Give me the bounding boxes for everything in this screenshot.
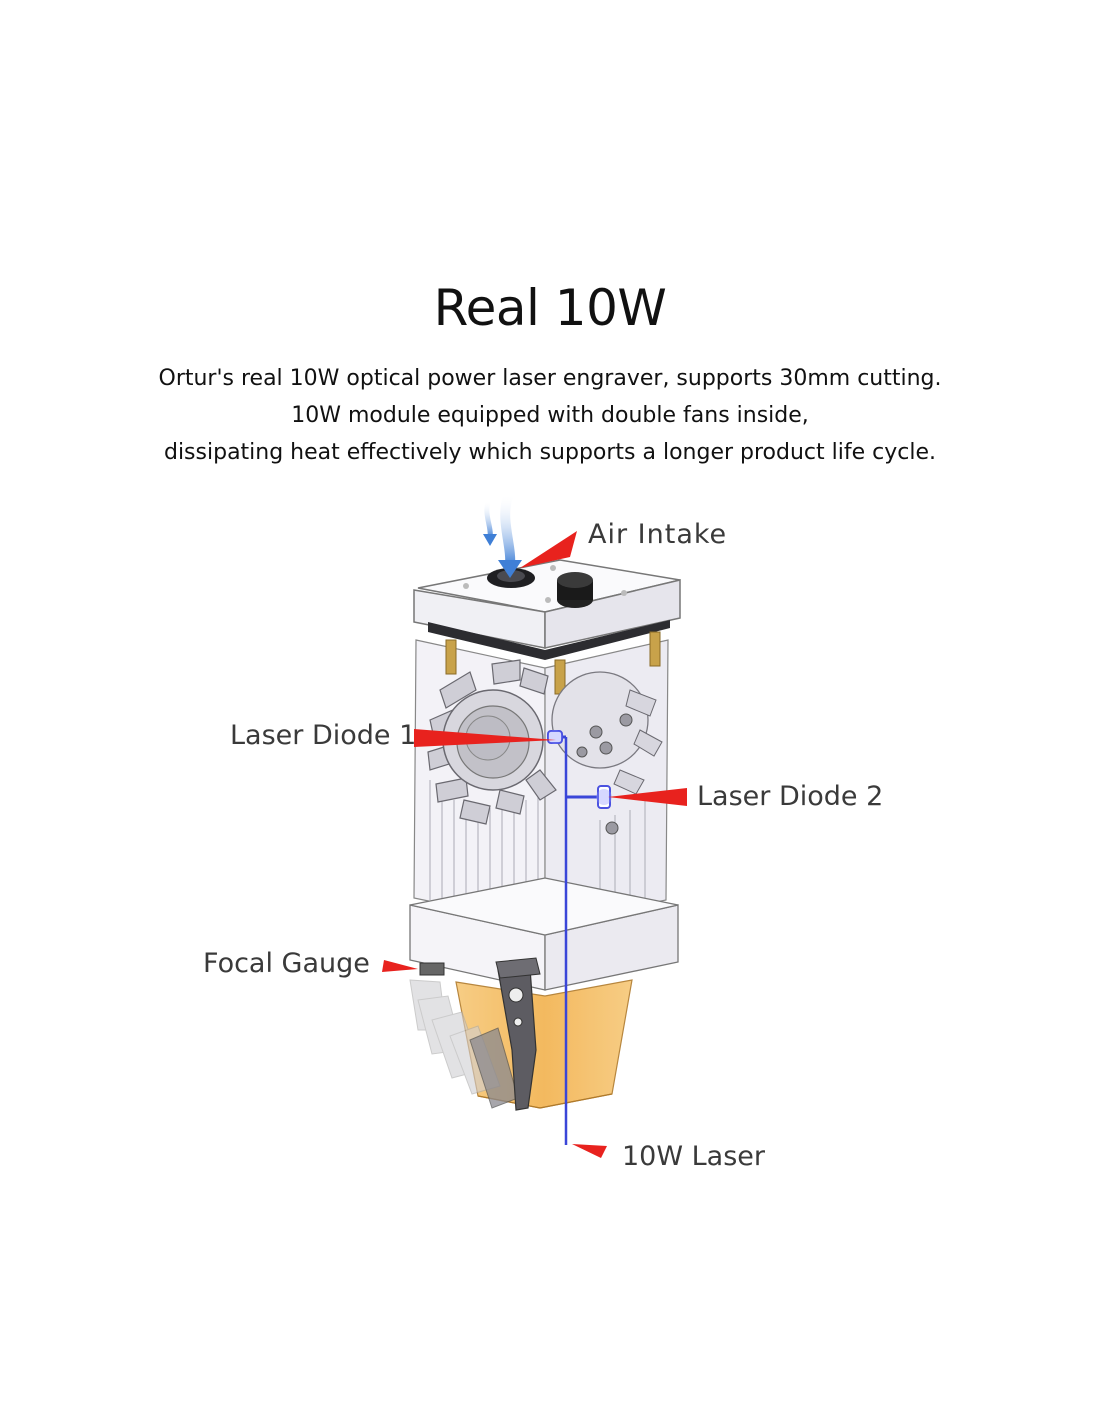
callout-laser-diode-2: Laser Diode 2 [697,781,884,812]
description-line-1: Ortur's real 10W optical power laser eng… [158,366,942,391]
laser-beam-paths [547,730,612,1145]
description-line-3: dissipating heat effectively which suppo… [163,440,936,465]
description-line-2: 10W module equipped with double fans ins… [291,403,809,428]
callout-pointers [382,531,687,1158]
second-fan-icon [551,671,663,795]
connector-icon [557,572,593,608]
callout-laser-diode-1: Laser Diode 1 [230,720,417,751]
callout-10w-laser: 10W Laser [622,1141,766,1172]
callout-air-intake: Air Intake [588,519,728,550]
callout-focal-gauge: Focal Gauge [203,948,370,979]
air-intake-port [487,568,535,588]
airflow-arrow-icon [483,491,522,578]
page-title: Real 10W [433,279,667,337]
focal-gauge-icon [409,957,541,1111]
top-cap [413,559,681,660]
